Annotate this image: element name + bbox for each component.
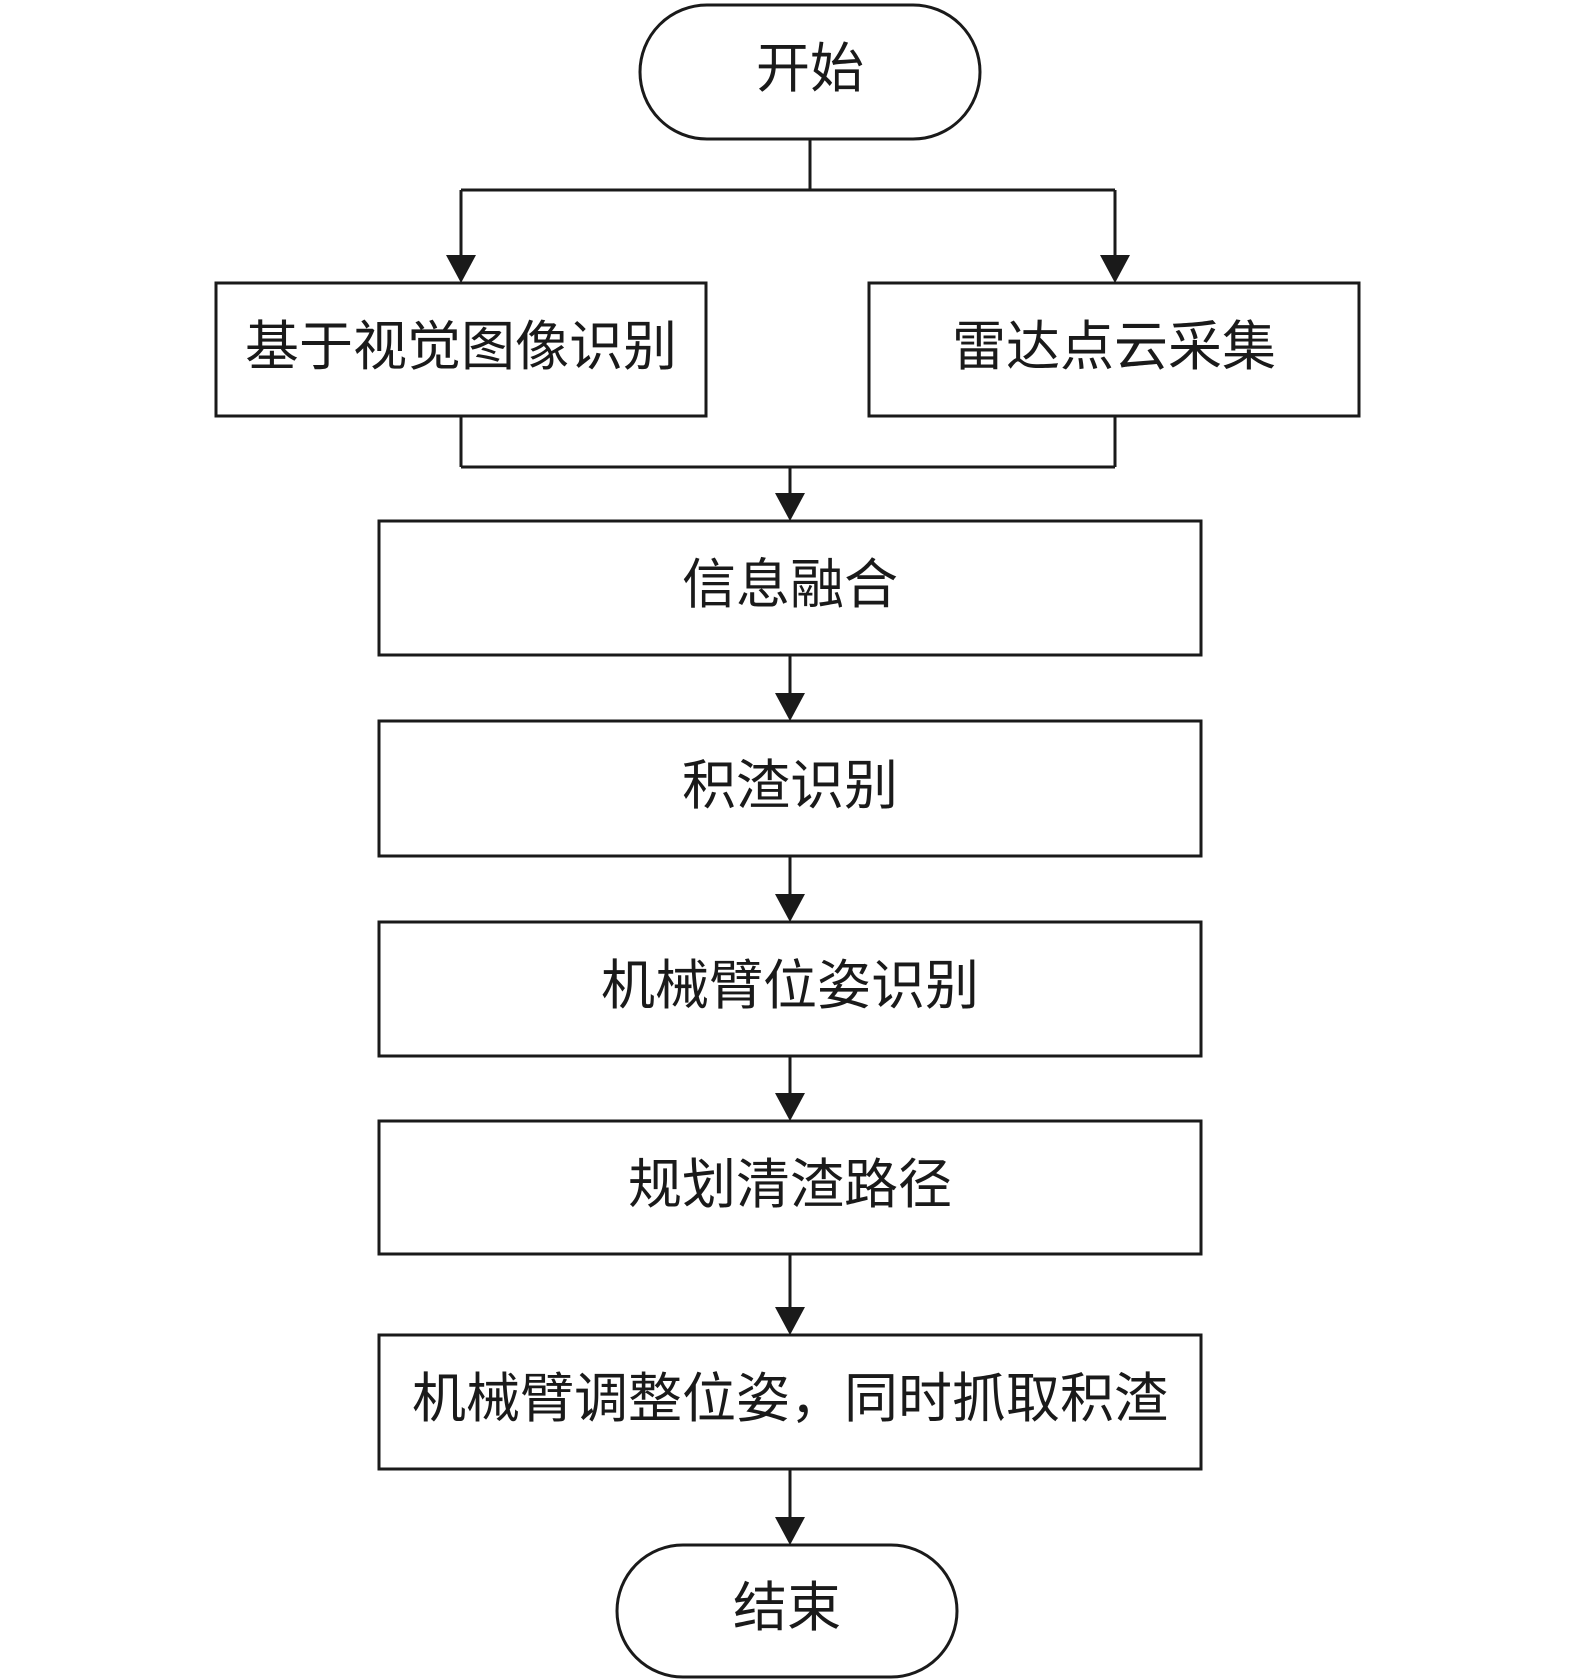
arrowhead-to-slag <box>775 693 805 721</box>
arrowhead-to-fusion <box>775 493 805 521</box>
start-label: 开始 <box>756 37 864 100</box>
path-planning-label: 规划清渣路径 <box>628 1153 952 1216</box>
arrowhead-to-armpose <box>775 894 805 922</box>
arrowhead-to-vision <box>446 255 476 283</box>
end-label: 结束 <box>733 1576 841 1639</box>
info-fusion-node <box>377 519 1203 657</box>
arm-pose-recognition-label: 机械臂位姿识别 <box>601 954 979 1017</box>
arm-adjust-grab-label: 机械臂调整位姿，同时抓取积渣 <box>412 1367 1168 1430</box>
connector-merge-to-fusion <box>459 416 1117 493</box>
arrowhead-to-end <box>775 1517 805 1545</box>
vision-recognition-label: 基于视觉图像识别 <box>245 315 677 378</box>
arrowhead-to-grab <box>775 1307 805 1335</box>
slag-recognition-label: 积渣识别 <box>682 754 898 817</box>
info-fusion-label: 信息融合 <box>682 553 898 616</box>
radar-pointcloud-label: 雷达点云采集 <box>952 315 1276 378</box>
arm-adjust-grab-node <box>377 1333 1203 1471</box>
vision-recognition-node <box>214 281 708 418</box>
connector-start-split <box>459 139 1117 255</box>
arrowhead-to-path <box>775 1093 805 1121</box>
radar-pointcloud-node <box>867 281 1361 418</box>
end-node <box>615 1543 959 1679</box>
arrowhead-to-radar <box>1100 255 1130 283</box>
